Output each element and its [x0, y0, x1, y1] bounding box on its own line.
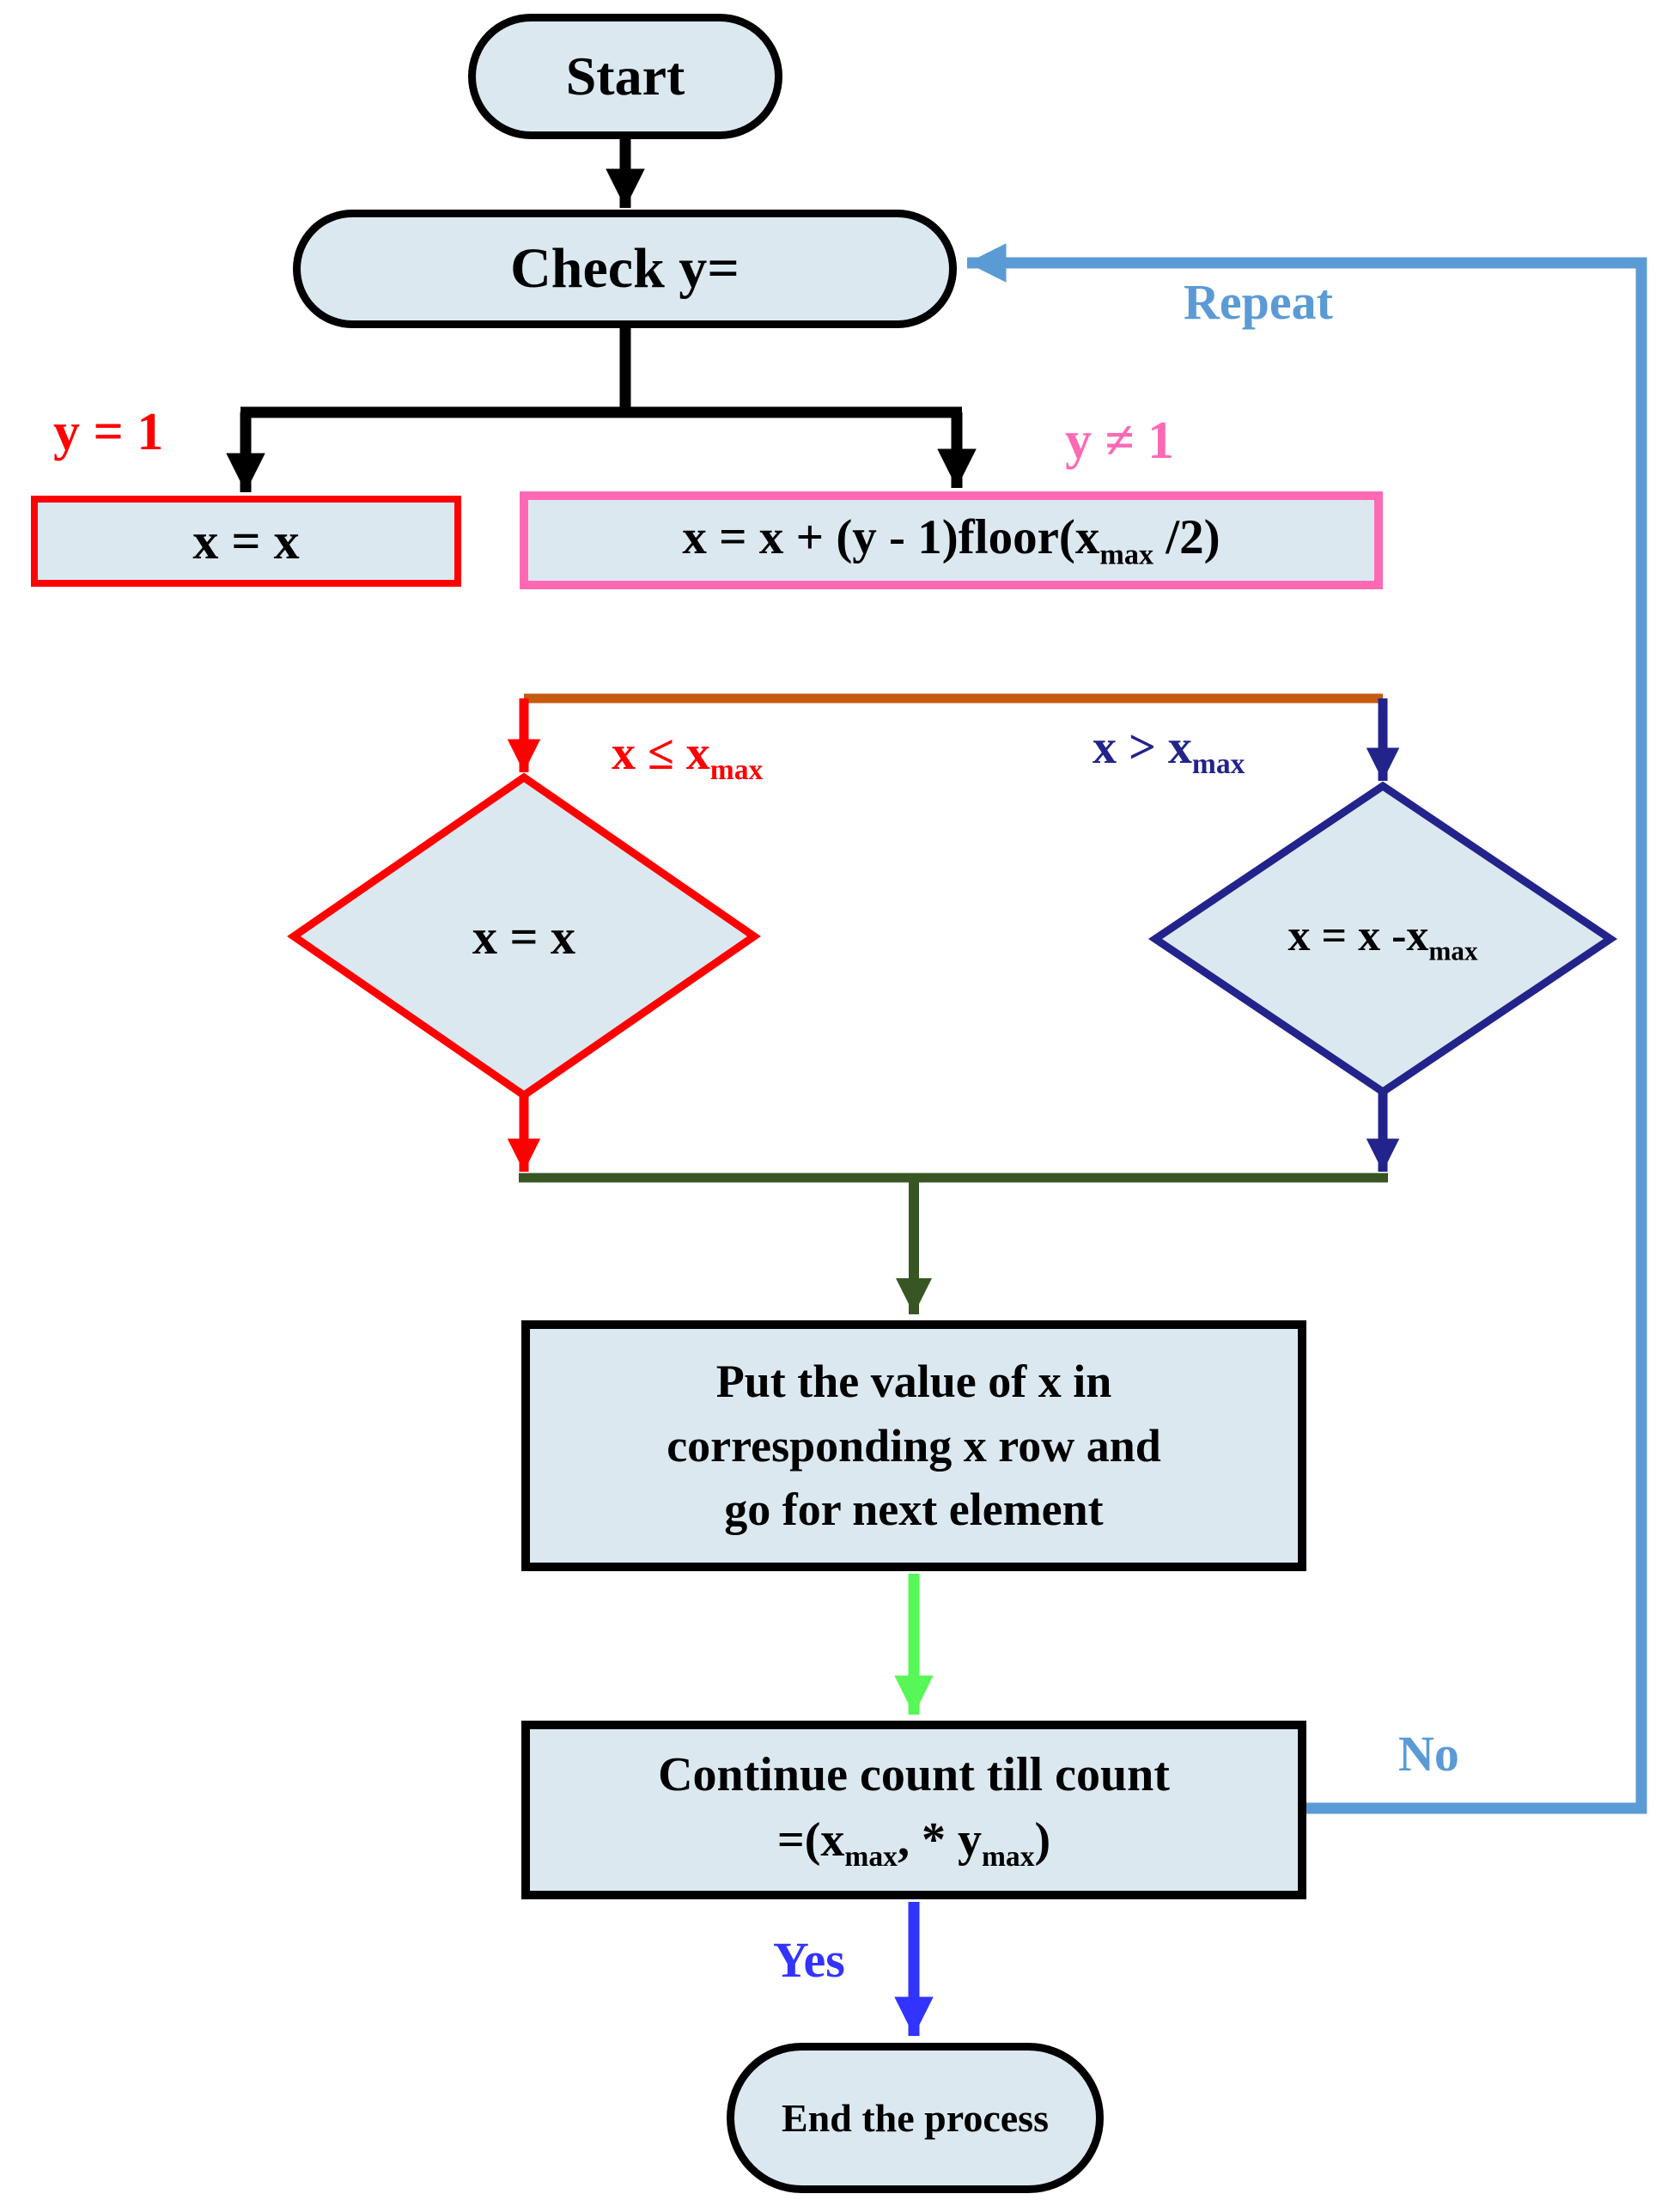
label-yes: Yes — [773, 1932, 845, 1988]
put-value-text: Put the value of x in corresponding x ro… — [667, 1350, 1161, 1542]
check-y-node: Check y= — [293, 210, 957, 328]
start-label: Start — [565, 46, 685, 107]
label-x-le-xmax: x ≤ xmax — [612, 727, 764, 787]
put-value-line-1: Put the value of x in — [715, 1356, 1112, 1408]
end-node: End the process — [727, 2043, 1104, 2193]
continue-count-text: Continue count till count =(xmax, * ymax… — [658, 1743, 1170, 1876]
label-y-eq-1: y = 1 — [53, 403, 164, 461]
label-no: No — [1398, 1726, 1459, 1782]
continue-count-box: Continue count till count =(xmax, * ymax… — [521, 1721, 1306, 1899]
check-y-label: Check y= — [510, 237, 740, 300]
left-diamond-label: x = x — [472, 908, 576, 965]
continue-count-line-1: Continue count till count — [658, 1748, 1170, 1802]
x-offset-label: x = x + (y - 1)floor(xmax /2) — [682, 509, 1220, 571]
put-value-line-3: go for next element — [724, 1484, 1104, 1536]
continue-count-line-2: =(xmax, * ymax) — [776, 1813, 1051, 1874]
x-eq-x-label: x = x — [192, 512, 300, 570]
right-diamond-label: x = x -xmax — [1287, 911, 1478, 966]
end-label: End the process — [782, 2096, 1049, 2140]
left-diamond-label-box: x = x — [344, 889, 704, 984]
right-diamond-label-box: x = x -xmax — [1164, 893, 1602, 984]
edge-no-repeat-loop — [967, 243, 1647, 1814]
put-value-box: Put the value of x in corresponding x ro… — [521, 1320, 1306, 1571]
x-offset-box: x = x + (y - 1)floor(xmax /2) — [520, 491, 1383, 589]
label-y-ne-1: y ≠ 1 — [1065, 411, 1175, 470]
put-value-line-2: corresponding x row and — [667, 1419, 1161, 1472]
start-node: Start — [468, 14, 782, 139]
label-x-gt-xmax: x > xmax — [1093, 721, 1245, 781]
label-repeat: Repeat — [1184, 274, 1333, 330]
x-eq-x-box: x = x — [31, 496, 461, 587]
